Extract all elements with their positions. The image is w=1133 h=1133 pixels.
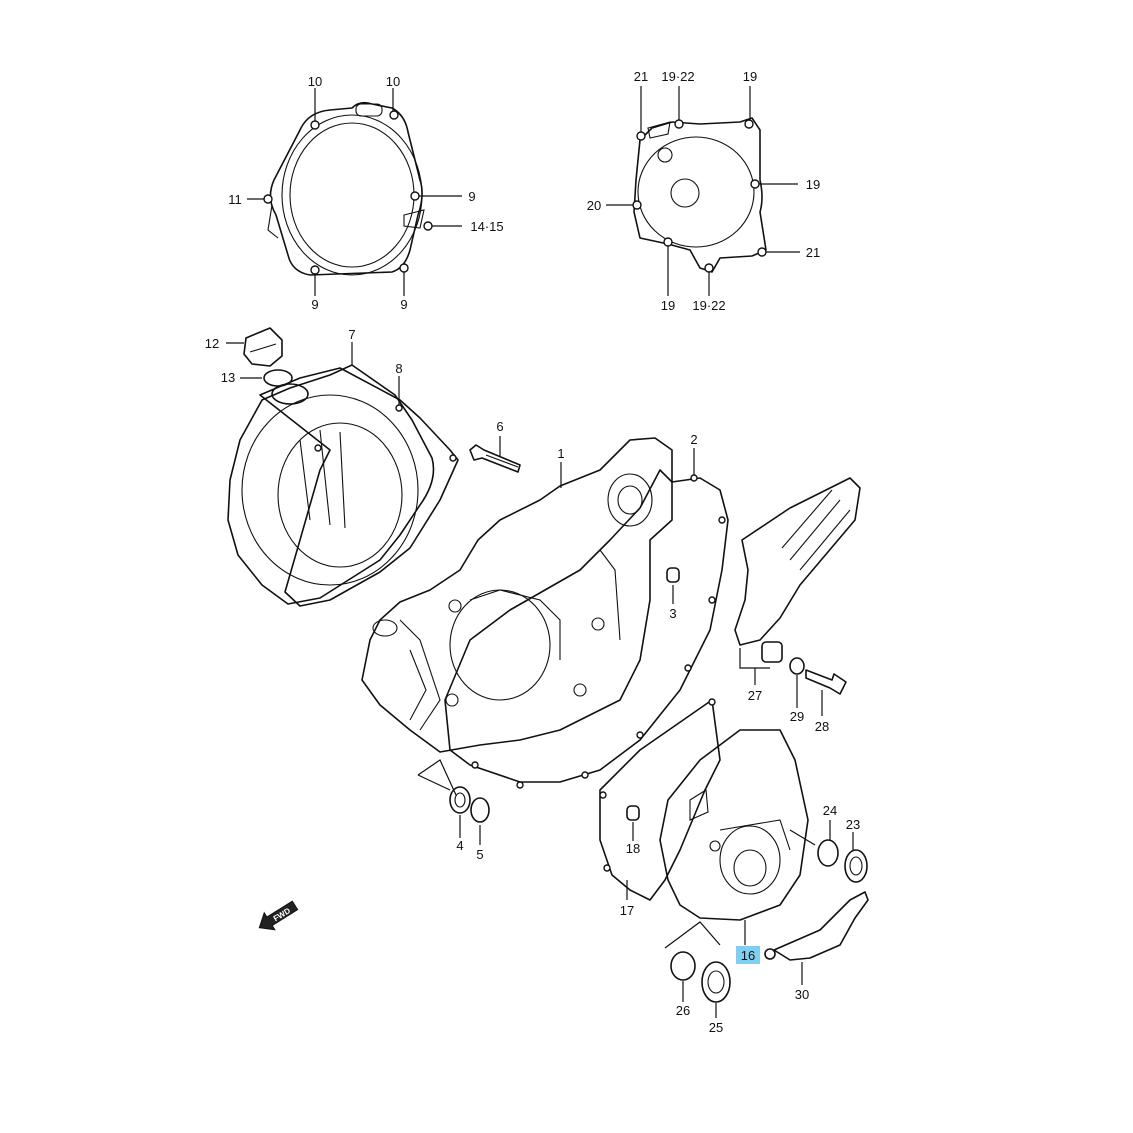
generator-cover — [632, 117, 767, 273]
label-10-right: 10 — [386, 74, 400, 89]
label-18: 18 — [626, 841, 640, 856]
clutch-outer-cover — [263, 101, 433, 276]
oil-filler-cap — [243, 327, 283, 367]
label-7: 7 — [348, 327, 355, 342]
label-17: 17 — [620, 903, 634, 918]
label-11: 11 — [228, 192, 242, 207]
part4-5-leader-lines — [417, 759, 481, 845]
label-26: 26 — [676, 1003, 690, 1018]
label-19-22-top: 19·22 — [661, 69, 694, 84]
bolt-6 — [469, 436, 521, 473]
clutch-cover-leader-lines — [247, 88, 462, 296]
label-4: 4 — [456, 838, 463, 853]
label-5: 5 — [476, 847, 483, 862]
label-3: 3 — [669, 606, 676, 621]
label-28: 28 — [815, 719, 829, 734]
oil-seal-4 — [449, 786, 471, 814]
part27-29-28-leader-lines — [739, 648, 823, 716]
label-9-top: 9 — [468, 189, 475, 204]
dowel-pin-18 — [626, 805, 640, 841]
label-9-bottom-right: 9 — [400, 297, 407, 312]
label-2: 2 — [690, 432, 697, 447]
label-19-22-bottom: 19·22 — [692, 298, 725, 313]
washer-29 — [789, 657, 805, 675]
label-9-bottom-left: 9 — [311, 297, 318, 312]
highlighted-part-marker — [736, 946, 760, 964]
generator-cover-gasket — [599, 698, 721, 901]
label-16: 16 — [741, 948, 755, 963]
generator-cover-leader-lines — [606, 86, 800, 296]
generator-cover-16 — [659, 729, 809, 921]
dowel-pin-3 — [666, 567, 680, 604]
callout-labels: 10 10 11 9 14·15 9 9 21 19·22 19 19 20 2… — [205, 69, 860, 1035]
label-12: 12 — [205, 336, 219, 351]
filler-leader-lines — [226, 342, 262, 379]
chain-guard — [734, 477, 861, 646]
label-19-top: 19 — [743, 69, 757, 84]
crankcase-gasket — [444, 469, 729, 789]
label-23: 23 — [846, 817, 860, 832]
plug-23 — [844, 849, 868, 883]
clutch-cover — [227, 364, 435, 605]
crankcase — [361, 437, 673, 753]
part16-leader-lines — [744, 829, 816, 945]
label-29: 29 — [790, 709, 804, 724]
o-ring-24 — [817, 839, 839, 867]
part26-25-leader-lines — [664, 921, 721, 1018]
label-19-bottom: 19 — [661, 298, 675, 313]
label-20: 20 — [587, 198, 601, 213]
label-30: 30 — [795, 987, 809, 1002]
forward-direction-arrow: FWD — [258, 900, 299, 931]
label-21-right: 21 — [806, 245, 820, 260]
o-ring-26 — [670, 951, 696, 981]
label-1: 1 — [557, 446, 564, 461]
label-21-top: 21 — [634, 69, 648, 84]
part7-8-leader-lines — [314, 342, 457, 462]
label-24: 24 — [823, 803, 837, 818]
label-8: 8 — [395, 361, 402, 376]
part24-23-leader-lines — [829, 820, 854, 850]
label-19-right: 19 — [806, 177, 820, 192]
label-6: 6 — [496, 419, 503, 434]
label-25: 25 — [709, 1020, 723, 1035]
label-14-15: 14·15 — [470, 219, 503, 234]
bolt-28 — [805, 669, 847, 695]
bracket-30 — [764, 891, 869, 985]
circlip-5 — [470, 797, 490, 823]
spacer-collar — [761, 641, 783, 663]
label-10-left: 10 — [308, 74, 322, 89]
label-27: 27 — [748, 688, 762, 703]
clutch-cover-gasket — [259, 367, 459, 607]
label-13: 13 — [221, 370, 235, 385]
plug-25 — [701, 961, 731, 1003]
